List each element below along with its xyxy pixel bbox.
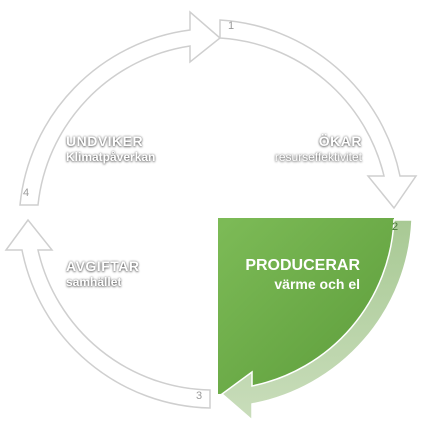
arrow-step-2-to-3 — [220, 219, 413, 422]
quadrant-step-2 — [218, 218, 394, 394]
label-step-2-subtitle: värme och el — [274, 275, 360, 292]
label-step-2-title: PRODUCERAR — [245, 257, 360, 274]
label-step-3: AVGIFTAR samhället — [66, 258, 139, 289]
step-number-4: 4 — [23, 187, 30, 199]
arrow-step-4-to-1 — [19, 10, 222, 206]
label-step-3-title: AVGIFTAR — [66, 258, 140, 274]
label-step-1: ÖKAR resurseffektivitet — [238, 133, 362, 164]
label-step-4: UNDVIKER Klimatpåverkan — [66, 133, 155, 164]
label-step-1-title: ÖKAR — [318, 133, 362, 149]
step-number-3: 3 — [196, 390, 203, 402]
label-step-4-subtitle: Klimatpåverkan — [66, 149, 156, 164]
arrow-step-3-to-4 — [4, 218, 211, 409]
label-step-1-subtitle: resurseffektivitet — [274, 149, 362, 164]
label-step-2: PRODUCERAR värme och el — [228, 257, 360, 292]
label-step-3-subtitle: samhället — [66, 274, 122, 289]
step-number-2: 2 — [392, 221, 399, 233]
arrow-step-1-to-2 — [219, 19, 418, 210]
step-number-1: 1 — [228, 20, 235, 32]
label-step-4-title: UNDVIKER — [66, 133, 144, 149]
